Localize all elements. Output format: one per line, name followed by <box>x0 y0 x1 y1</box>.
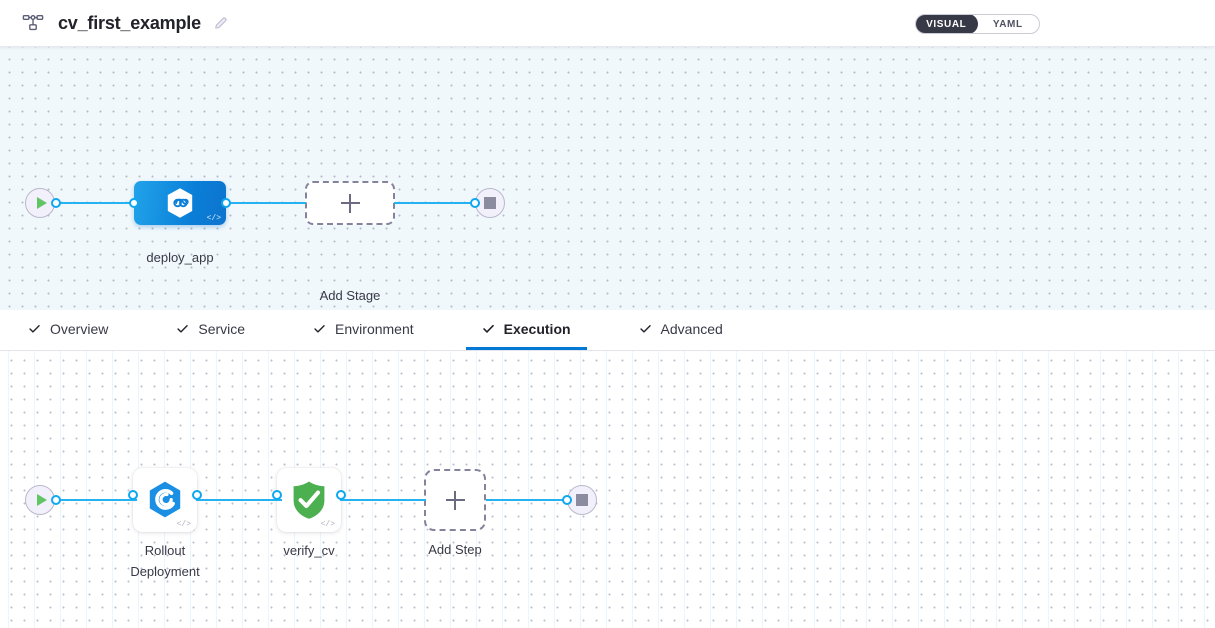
step-label: Rollout Deployment <box>130 543 200 579</box>
edge-rollout-to-verify <box>196 499 282 501</box>
step-input-port[interactable] <box>128 490 138 500</box>
header-bar: cv_first_example VISUAL YAML <box>0 0 1215 47</box>
tab-execution-label: Execution <box>503 320 571 337</box>
edge-stage-to-addstage <box>224 202 306 204</box>
harness-hexagon-spiral-icon <box>149 481 181 518</box>
play-icon <box>36 197 47 209</box>
tab-service[interactable]: Service <box>160 310 261 350</box>
page-title: cv_first_example <box>58 12 201 33</box>
edge-addstep-to-end <box>486 499 572 501</box>
stop-icon <box>484 197 496 209</box>
tab-overview[interactable]: Overview <box>12 310 124 350</box>
pipeline-start-node[interactable] <box>25 188 61 218</box>
toggle-option-visual[interactable]: VISUAL <box>916 15 978 33</box>
edge-addstage-to-end <box>394 202 480 204</box>
execution-end-node[interactable] <box>562 485 597 515</box>
check-icon <box>177 325 189 333</box>
step-node-body[interactable]: </> <box>277 468 341 532</box>
check-icon <box>29 325 40 333</box>
tab-advanced[interactable]: Advanced <box>623 310 739 350</box>
start-output-port[interactable] <box>51 198 61 208</box>
step-output-port[interactable] <box>336 490 346 500</box>
add-stage-label: Add Stage <box>319 288 381 303</box>
pipeline-hierarchy-icon <box>22 14 44 31</box>
step-label: verify_cv <box>283 543 335 558</box>
plus-icon <box>340 193 360 213</box>
add-stage-button[interactable] <box>305 181 395 225</box>
stop-icon <box>576 494 588 506</box>
green-shield-check-icon <box>293 481 325 519</box>
play-icon <box>36 494 47 506</box>
toggle-option-yaml[interactable]: YAML <box>992 18 1023 30</box>
stage-label: deploy_app <box>146 250 214 265</box>
harness-hexagon-infinity-icon <box>167 188 193 218</box>
stage-node-body[interactable]: </> <box>134 181 226 225</box>
start-circle <box>25 485 55 515</box>
edge-start-to-rollout <box>52 499 137 501</box>
edge-verify-to-addstep <box>340 499 426 501</box>
check-icon <box>482 324 494 333</box>
tab-overview-label: Overview <box>50 320 109 337</box>
start-output-port[interactable] <box>51 495 61 505</box>
plus-icon <box>445 490 465 510</box>
code-glyph-icon[interactable]: </> <box>320 520 335 529</box>
start-circle <box>25 188 55 218</box>
tab-environment[interactable]: Environment <box>297 310 430 350</box>
code-glyph-icon[interactable]: </> <box>176 520 191 529</box>
tab-service-label: Service <box>198 320 246 337</box>
end-input-port[interactable] <box>562 495 572 505</box>
step-input-port[interactable] <box>272 490 282 500</box>
pencil-edit-icon[interactable] <box>213 15 229 31</box>
end-input-port[interactable] <box>470 198 480 208</box>
code-glyph-icon[interactable]: </> <box>206 214 221 223</box>
edge-start-to-stage <box>52 202 136 204</box>
stage-output-port[interactable] <box>221 198 231 208</box>
end-circle <box>475 188 505 218</box>
stage-canvas[interactable]: </> deploy_app Add Stage <box>0 47 1215 310</box>
check-icon <box>314 325 325 333</box>
tab-environment-label: Environment <box>335 320 414 337</box>
step-node-body[interactable]: </> <box>133 468 197 532</box>
add-step-button[interactable] <box>424 469 486 531</box>
execution-start-node[interactable] <box>25 485 61 515</box>
tab-advanced-label: Advanced <box>660 320 723 337</box>
tab-execution[interactable]: Execution <box>465 310 587 350</box>
step-output-port[interactable] <box>192 490 202 500</box>
check-icon <box>639 325 651 333</box>
execution-canvas[interactable]: </> Rollout Deployment </> verify_cv <box>0 351 1215 628</box>
stage-input-port[interactable] <box>129 198 139 208</box>
add-step-label: Add Step <box>428 542 482 557</box>
stage-config-tabs[interactable]: Overview Service Environment Execution A… <box>0 310 1215 351</box>
view-mode-toggle[interactable]: VISUAL YAML <box>915 14 1040 34</box>
pipeline-end-node[interactable] <box>470 188 505 218</box>
